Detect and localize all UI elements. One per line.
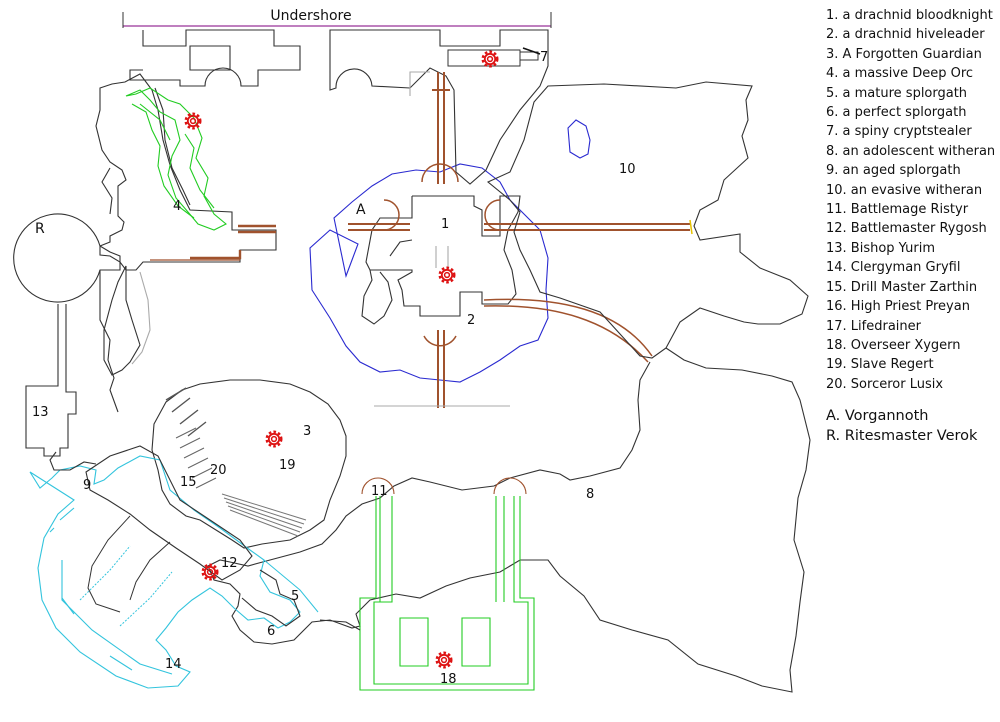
green-zone-south [359, 477, 535, 691]
map-title: Undershore [270, 8, 351, 24]
label-14: 14 [165, 657, 182, 672]
legend-item: 4. a massive Deep Orc [826, 66, 974, 82]
legend-item: 16. High Priest Preyan [826, 299, 970, 315]
central-complex [309, 29, 693, 408]
legend-item: 1. a drachnid bloodknight [826, 8, 993, 23]
legend-item: 18. Overseer Xygern [826, 337, 961, 353]
label-20: 20 [210, 463, 227, 478]
map-labels: 1 2 3 4 5 6 7 8 9 10 11 12 13 14 15 18 1… [32, 50, 636, 687]
legend: 1. a drachnid bloodknight 2. a drachnid … [826, 6, 998, 446]
legend-item: 20. Sorceror Lusix [826, 376, 944, 392]
legend-item: 7. a spiny cryptstealer [826, 124, 972, 140]
legend-boss: A. Vorgannoth [826, 408, 929, 425]
legend-item: 10. an evasive witheran [826, 182, 983, 198]
legend-item: 2. a drachnid hiveleader [826, 27, 985, 43]
label-18: 18 [440, 672, 457, 687]
legend-item: 9. an aged splorgath [826, 163, 961, 179]
legend-bosses: A. Vorgannoth R. Ritesmaster Verok [826, 406, 998, 446]
legend-item: 19. Slave Regert [826, 357, 934, 373]
legend-item: 11. Battlemage Ristyr [826, 202, 969, 218]
legend-item: 12. Battlemaster Rygosh [826, 221, 987, 237]
label-a: A [356, 202, 366, 218]
map-header: Undershore [122, 8, 552, 28]
gear-icon [438, 266, 456, 284]
label-11: 11 [371, 484, 388, 499]
legend-boss: R. Ritesmaster Verok [826, 428, 978, 445]
label-10: 10 [619, 162, 636, 177]
south-west-complex [29, 379, 361, 689]
legend-item: 8. an adolescent witheran [826, 143, 996, 159]
west-cavern [95, 73, 277, 376]
legend-item: 13. Bishop Yurim [826, 240, 935, 256]
legend-item: 5. a mature splorgath [826, 85, 968, 101]
gear-icon [265, 430, 283, 448]
east-caverns [207, 81, 811, 693]
label-6: 6 [267, 624, 275, 639]
legend-item: 17. Lifedrainer [826, 318, 921, 334]
label-19: 19 [279, 458, 296, 473]
label-1: 1 [441, 217, 449, 232]
green-zone-west [125, 87, 227, 231]
label-r: R [35, 221, 45, 237]
label-13: 13 [32, 405, 49, 420]
label-5: 5 [291, 589, 299, 604]
label-9: 9 [83, 478, 91, 493]
gear-icon [184, 112, 202, 130]
label-4: 4 [173, 199, 181, 214]
ritesmaster-chamber [13, 213, 121, 457]
cog-markers [184, 50, 499, 669]
legend-item: 6. a perfect splorgath [826, 105, 967, 121]
gear-icon [481, 50, 499, 68]
gear-icon [435, 651, 453, 669]
legend-item: 14. Clergyman Gryfil [826, 260, 961, 276]
legend-item: 15. Drill Master Zarthin [826, 279, 978, 295]
north-west-room [129, 29, 301, 87]
label-7: 7 [540, 50, 548, 65]
legend-item: 3. A Forgotten Guardian [826, 46, 982, 62]
label-8: 8 [586, 487, 594, 502]
label-12: 12 [221, 556, 238, 571]
label-15: 15 [180, 475, 197, 490]
label-3: 3 [303, 424, 311, 439]
label-2: 2 [467, 313, 475, 328]
legend-npcs: 1. a drachnid bloodknight 2. a drachnid … [826, 6, 998, 394]
